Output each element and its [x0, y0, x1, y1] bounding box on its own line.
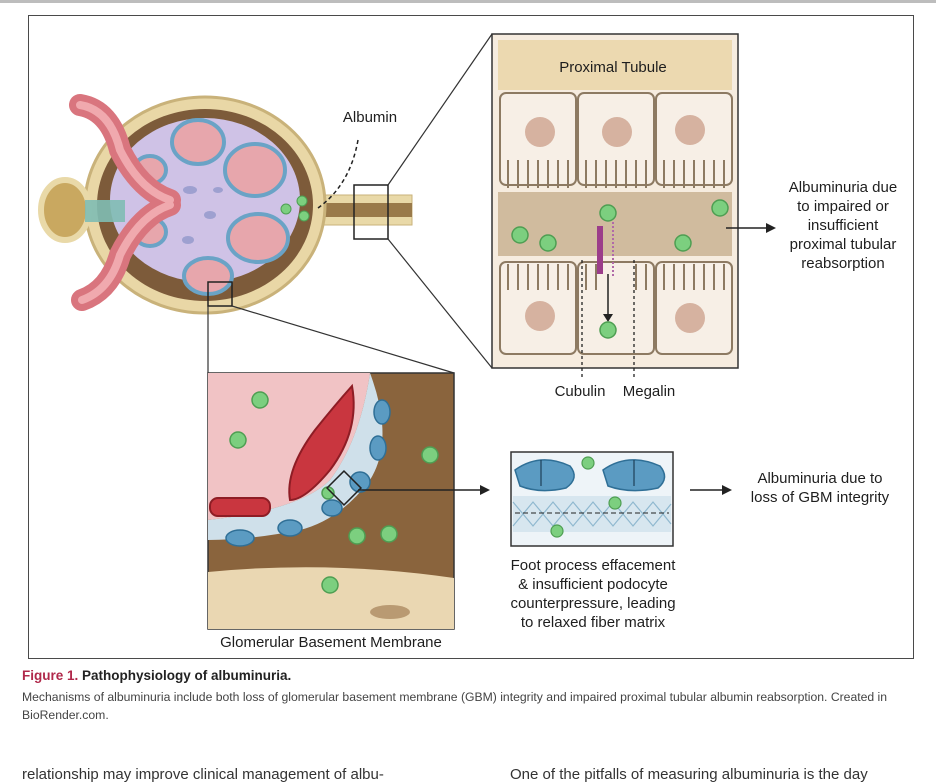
capillary-lumen [208, 373, 370, 520]
gbm-outcome-line: Albuminuria due to [757, 470, 883, 487]
albumin-label: Albumin [342, 109, 398, 126]
proximal-tubule-label: Proximal Tubule [559, 59, 667, 76]
figure-caption-title: Figure 1. Pathophysiology of albuminuria… [22, 668, 291, 683]
tubular-outcome-line: proximal tubular [789, 236, 897, 253]
tubular-lumen [498, 192, 732, 256]
foot-process-label: Foot process effacement & insufficient p… [488, 556, 698, 632]
foot-process-line: & insufficient podocyte [518, 576, 668, 593]
megalin-label: Megalin [622, 383, 676, 400]
podocyte-foot-processes [225, 399, 391, 547]
red-blood-cell [288, 383, 355, 502]
gbm-inset [207, 372, 455, 630]
tubular-outcome-line: insufficient [807, 217, 879, 234]
figure-number: Figure 1. [22, 668, 79, 683]
top-rule [0, 0, 936, 3]
tubule-wall [498, 40, 732, 90]
tubular-outcome-line: reabsorption [801, 255, 885, 272]
tubular-albuminuria-label: Albuminuria due to impaired or insuffici… [772, 178, 914, 273]
cubulin-label: Cubulin [554, 383, 606, 400]
body-text-left: relationship may improve clinical manage… [22, 766, 384, 783]
tubular-outcome-line: Albuminuria due [788, 179, 898, 196]
tubular-outcome-line: to impaired or [797, 198, 889, 215]
cubulin-receptor [597, 226, 603, 274]
proximal-tubule-inset [491, 33, 739, 378]
gbm-albuminuria-label: Albuminuria due to loss of GBM integrity [734, 469, 906, 507]
foot-process-line: Foot process effacement [510, 557, 676, 574]
gbm-outcome-line: loss of GBM integrity [750, 489, 890, 506]
foot-process-inset [510, 451, 674, 547]
capillary-loops [132, 118, 290, 296]
gbm-label: Glomerular Basement Membrane [220, 634, 442, 651]
macula-densa [38, 177, 92, 243]
figure-caption-text: Mechanisms of albuminuria include both l… [22, 690, 888, 722]
glomerulus [38, 94, 413, 315]
foot-process-line: to relaxed fiber matrix [520, 614, 666, 631]
tubule-zoom-box [353, 184, 389, 240]
figure-title: Pathophysiology of albuminuria. [82, 668, 292, 683]
foot-process-line: counterpressure, leading [510, 595, 676, 612]
body-text-right: One of the pitfalls of measuring albumin… [510, 766, 868, 783]
gbm-zoom-box [207, 281, 233, 307]
